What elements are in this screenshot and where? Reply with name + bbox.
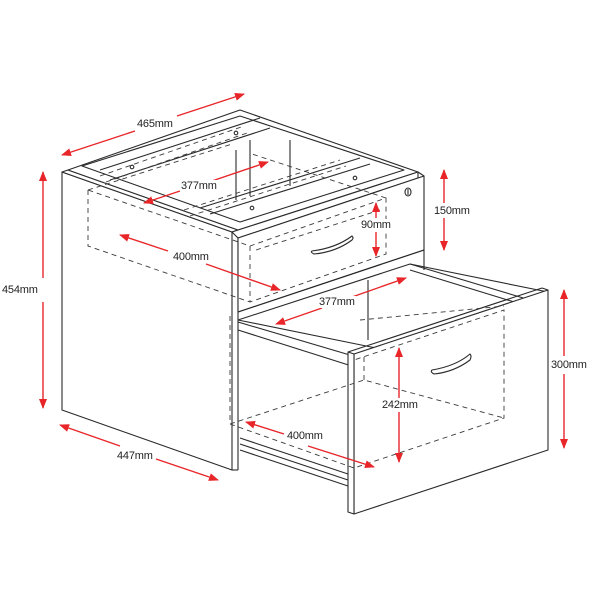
dimension-lines <box>39 93 568 481</box>
dim-label-bottom-drawer-height: 242mm <box>381 399 419 411</box>
dim-label-top-drawer-front: 150mm <box>433 205 471 217</box>
dim-label-top-drawer-depth: 400mm <box>172 251 210 263</box>
dim-label-bottom-drawer-width: 377mm <box>318 296 356 308</box>
dim-label-top-drawer-width: 377mm <box>180 180 218 192</box>
dim-label-overall-width: 465mm <box>136 118 174 130</box>
dim-label-bottom-drawer-front: 300mm <box>550 359 588 371</box>
dim-label-bottom-drawer-depth: 400mm <box>286 430 324 442</box>
dim-label-overall-depth: 447mm <box>116 450 154 462</box>
bottom-drawer <box>229 249 549 515</box>
dim-label-top-drawer-height: 90mm <box>360 219 392 231</box>
dim-label-overall-height: 454mm <box>1 284 39 296</box>
